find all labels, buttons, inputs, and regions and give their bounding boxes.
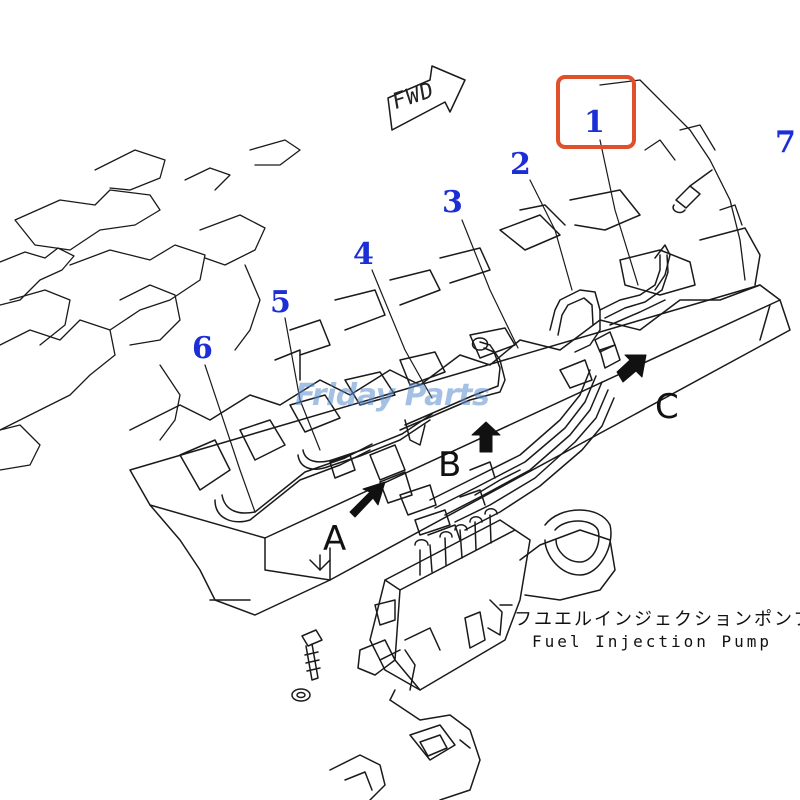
leader-5 <box>284 317 321 451</box>
leader-1 <box>599 139 639 286</box>
fitting-7 <box>672 169 713 214</box>
cylinder-head <box>129 189 791 616</box>
leader-3 <box>461 219 519 349</box>
callout-5[interactable]: 5 <box>270 285 291 320</box>
engine-block-outline <box>0 79 746 471</box>
pump-label-english: Fuel Injection Pump <box>532 632 773 651</box>
leader-2 <box>529 179 573 291</box>
callout-4[interactable]: 4 <box>353 237 374 272</box>
injection-lines <box>214 244 671 541</box>
arrow-a <box>349 481 386 518</box>
view-letter-b: B <box>438 445 462 485</box>
fuel-injection-pump <box>357 508 616 691</box>
callout-1[interactable]: 1 <box>584 105 605 140</box>
view-letter-a: A <box>323 519 347 559</box>
callout-2[interactable]: 2 <box>510 147 531 182</box>
leader-lines <box>204 139 639 513</box>
watermark-logo: Friday Parts <box>295 378 490 413</box>
view-letter-c: C <box>655 387 679 427</box>
arrow-b <box>471 421 501 453</box>
callout-6[interactable]: 6 <box>192 331 213 366</box>
mounting-bolt <box>291 629 323 702</box>
arrow-c <box>616 354 647 383</box>
callout-1-highlight <box>556 75 636 149</box>
view-arrows <box>349 354 647 518</box>
leader-6 <box>204 364 256 513</box>
pump-label-japanese: フユエルインジェクションポンプ <box>514 609 800 630</box>
callout-3[interactable]: 3 <box>442 185 463 220</box>
leader-4 <box>371 269 433 399</box>
pump-bracket <box>329 689 481 800</box>
fwd-tag <box>387 65 466 131</box>
callout-7[interactable]: 7 <box>775 125 796 160</box>
